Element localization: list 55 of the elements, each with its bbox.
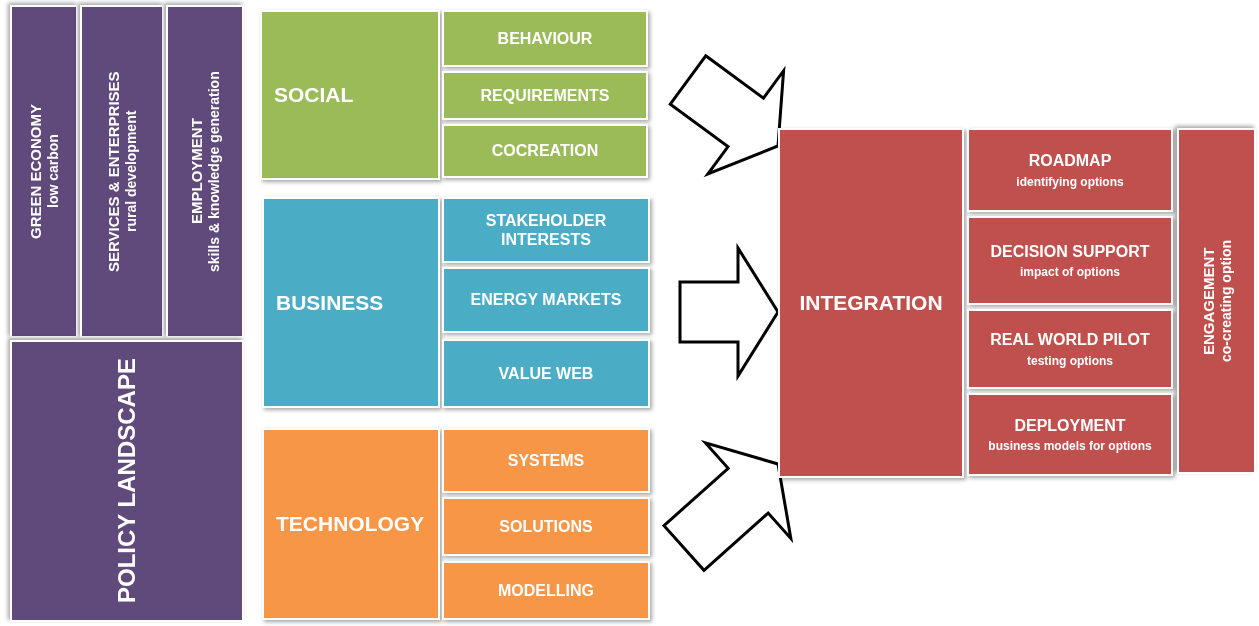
box-title: SOLUTIONS — [499, 516, 593, 537]
vertical-label-box — [1177, 128, 1256, 474]
box-subtitle: low carbon — [45, 134, 61, 209]
item-box — [442, 197, 650, 263]
box-subtitle: testing options — [1027, 353, 1113, 368]
vertical-label-box — [166, 5, 244, 338]
item-box — [442, 339, 650, 408]
item-box — [442, 124, 648, 178]
block-arrow — [661, 440, 794, 573]
item-box — [442, 267, 650, 333]
box-title: MODELLING — [498, 580, 594, 601]
box-subtitle: skills & knowledge generation — [206, 71, 222, 272]
box-title: GREEN ECONOMY — [27, 104, 45, 239]
box-subtitle: co-creating option — [1217, 239, 1234, 363]
vertical-label-box — [10, 340, 244, 622]
block-arrow — [668, 53, 786, 178]
item-box — [967, 309, 1173, 389]
box-title: ENERGY MARKETS — [470, 290, 622, 310]
item-box — [967, 393, 1173, 476]
item-box — [967, 128, 1173, 212]
box-title: VALUE WEB — [498, 363, 594, 384]
box-title: DEPLOYMENT — [1014, 415, 1126, 436]
category-box — [262, 428, 440, 620]
box-title: POLICY LANDSCAPE — [112, 358, 141, 604]
box-title: TECHNOLOGY — [276, 511, 425, 537]
box-title: INTEGRATION — [799, 290, 943, 316]
item-box — [967, 216, 1173, 305]
box-title: ROADMAP — [1028, 151, 1112, 171]
item-box — [442, 71, 648, 120]
box-title: SOCIAL — [274, 82, 354, 108]
vertical-label-box — [80, 5, 164, 338]
box-subtitle: rural development — [123, 110, 139, 233]
box-title: BEHAVIOUR — [497, 28, 593, 49]
box-title: STAKEHOLDER INTERESTS — [484, 210, 608, 250]
box-title: ENGAGEMENT — [1199, 247, 1218, 355]
item-box — [442, 428, 650, 493]
box-subtitle: business models for options — [988, 439, 1152, 454]
box-title: BUSINESS — [276, 289, 384, 316]
box-title: EMPLOYMENT — [188, 118, 206, 225]
category-box — [262, 197, 440, 408]
block-arrow — [678, 242, 780, 382]
vertical-label-box — [10, 5, 78, 338]
box-title: COCREATION — [491, 141, 599, 161]
category-box — [778, 128, 964, 478]
box-title: REQUIREMENTS — [480, 85, 610, 106]
item-box — [442, 497, 650, 556]
box-title: REAL WORLD PILOT — [990, 330, 1150, 350]
box-subtitle: identifying options — [1016, 174, 1124, 189]
box-title: SERVICES & ENTERPRISES — [105, 71, 123, 272]
box-subtitle: impact of options — [1020, 265, 1120, 280]
item-box — [442, 561, 650, 620]
box-title: SYSTEMS — [507, 450, 585, 471]
box-title: DECISION SUPPORT — [990, 241, 1150, 262]
category-box — [260, 10, 440, 180]
item-box — [442, 10, 648, 67]
